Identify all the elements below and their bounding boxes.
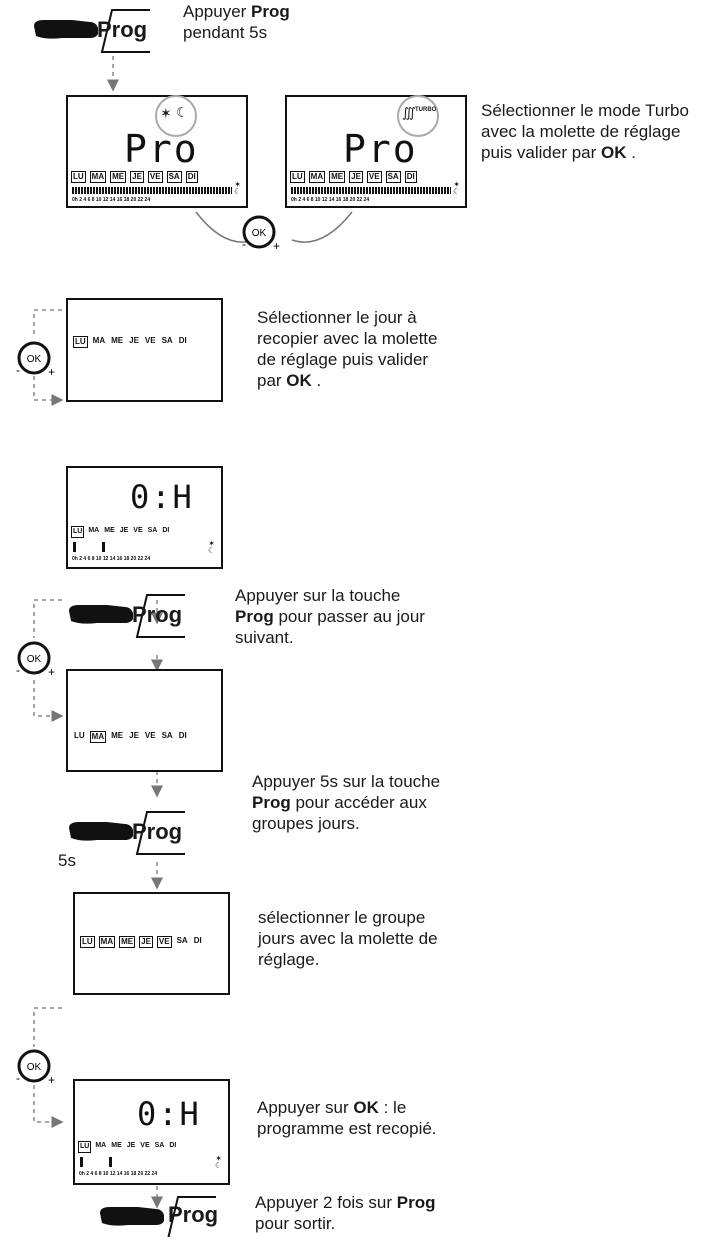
program-bar bbox=[73, 542, 76, 552]
hour-scale: 0h 2 4 6 8 10 12 14 16 18 20 22 24 bbox=[72, 197, 151, 203]
svg-text:-: - bbox=[242, 237, 246, 251]
svg-text:+: + bbox=[48, 365, 55, 379]
svg-text:OK: OK bbox=[27, 1062, 42, 1073]
sun-moon-icon: ✶ ☾ bbox=[155, 95, 197, 137]
program-bar bbox=[80, 1157, 83, 1167]
display-value: 0:H bbox=[130, 478, 194, 516]
prog-button[interactable]: Prog bbox=[67, 806, 217, 856]
program-bars bbox=[72, 187, 232, 194]
hour-scale: 0h 2 4 6 8 10 12 14 16 18 20 22 24 bbox=[72, 556, 151, 562]
ok-dial-button[interactable]: OK- + bbox=[16, 1048, 55, 1087]
sun-moon-icon: ✶☾ bbox=[208, 539, 216, 555]
prog-button[interactable]: Prog bbox=[98, 1187, 248, 1240]
sun-moon-icon: ✶☾ bbox=[215, 1154, 223, 1170]
program-bar bbox=[102, 542, 105, 552]
svg-text:+: + bbox=[273, 239, 280, 253]
sun-moon-icon: ✶☾ bbox=[453, 180, 461, 196]
svg-text:-: - bbox=[16, 363, 20, 377]
ok-dial-button[interactable]: OK- + bbox=[241, 214, 280, 253]
svg-text:-: - bbox=[16, 663, 20, 677]
sun-moon-icon: ✶☾ bbox=[234, 180, 242, 196]
prog-button-label: Prog bbox=[168, 1202, 219, 1227]
turbo-radiator-icon: ∭ TURBO bbox=[397, 95, 439, 137]
svg-text:+: + bbox=[48, 665, 55, 679]
ok-dial-button[interactable]: OK- + bbox=[16, 640, 55, 679]
duration-label: 5s bbox=[58, 851, 76, 870]
ok-dial-button[interactable]: OK- + bbox=[16, 340, 55, 379]
svg-text:OK: OK bbox=[27, 654, 42, 665]
prog-button[interactable]: Prog bbox=[32, 4, 182, 54]
svg-text:-: - bbox=[16, 1071, 20, 1085]
display-value: 0:H bbox=[137, 1095, 201, 1133]
prog-button-label: Prog bbox=[132, 819, 183, 844]
hour-scale: 0h 2 4 6 8 10 12 14 16 18 20 22 24 bbox=[79, 1171, 158, 1177]
prog-button[interactable]: Prog bbox=[67, 589, 217, 639]
program-bar bbox=[109, 1157, 112, 1167]
svg-text:OK: OK bbox=[252, 228, 267, 239]
display-value: Pro bbox=[343, 127, 418, 171]
svg-text:+: + bbox=[48, 1073, 55, 1087]
program-bars bbox=[291, 187, 451, 194]
svg-text:OK: OK bbox=[27, 354, 42, 365]
hour-scale: 0h 2 4 6 8 10 12 14 16 18 20 22 24 bbox=[291, 197, 370, 203]
prog-button-label: Prog bbox=[97, 17, 148, 42]
prog-button-label: Prog bbox=[132, 602, 183, 627]
display-value: Pro bbox=[124, 127, 199, 171]
